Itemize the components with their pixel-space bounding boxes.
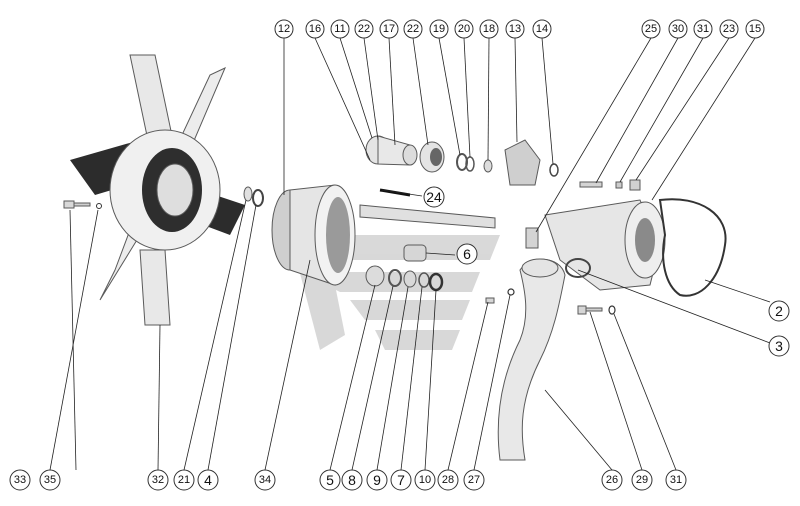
- callout-9: 9: [366, 469, 388, 491]
- callout-10: 10: [414, 469, 436, 491]
- callout-18: 18: [479, 19, 499, 39]
- callout-33: 33: [9, 469, 31, 491]
- callout-7: 7: [390, 469, 412, 491]
- callout-19: 19: [429, 19, 449, 39]
- svg-text:14: 14: [536, 23, 548, 35]
- callout-35: 35: [39, 469, 61, 491]
- svg-text:2: 2: [775, 303, 783, 319]
- callout-14: 14: [532, 19, 552, 39]
- svg-text:20: 20: [458, 23, 470, 35]
- bearing-parts: [365, 135, 559, 292]
- svg-text:26: 26: [606, 474, 618, 486]
- callout-26: 26: [601, 469, 623, 491]
- callout-25: 25: [641, 19, 661, 39]
- svg-text:8: 8: [348, 472, 356, 488]
- svg-text:34: 34: [259, 474, 271, 486]
- inlet-pipe-26: [497, 258, 591, 461]
- callout-5: 5: [319, 469, 341, 491]
- callout-31-bottom: 31: [665, 469, 687, 491]
- svg-text:29: 29: [636, 474, 648, 486]
- callout-16: 16: [305, 19, 325, 39]
- leader-lines: [49, 37, 771, 471]
- callout-2: 2: [768, 300, 790, 322]
- small-parts-28-27: [485, 288, 515, 304]
- svg-text:9: 9: [373, 472, 381, 488]
- callout-4: 4: [197, 469, 219, 491]
- svg-text:5: 5: [326, 472, 334, 488]
- bolt-29: [577, 305, 616, 315]
- svg-text:4: 4: [204, 472, 212, 488]
- svg-text:19: 19: [433, 23, 445, 35]
- svg-text:32: 32: [152, 474, 164, 486]
- callout-21: 21: [173, 469, 195, 491]
- svg-text:6: 6: [463, 246, 471, 262]
- callout-23: 23: [719, 19, 739, 39]
- svg-text:10: 10: [419, 474, 431, 486]
- svg-text:11: 11: [334, 23, 345, 35]
- callouts-inline: 24 6: [423, 186, 478, 265]
- washers-21-4: [243, 186, 264, 207]
- callouts-right: 2 3: [768, 300, 790, 357]
- svg-text:3: 3: [775, 338, 783, 354]
- callout-12: 12: [274, 19, 294, 39]
- svg-text:31: 31: [697, 23, 709, 35]
- callout-8: 8: [341, 469, 363, 491]
- callout-24: 24: [423, 186, 445, 208]
- callout-15: 15: [745, 19, 765, 39]
- svg-text:22: 22: [407, 23, 419, 35]
- callout-20: 20: [454, 19, 474, 39]
- callout-17: 17: [379, 19, 399, 39]
- svg-text:27: 27: [468, 474, 480, 486]
- svg-text:18: 18: [483, 23, 495, 35]
- svg-text:24: 24: [426, 189, 442, 205]
- svg-text:17: 17: [383, 23, 395, 35]
- svg-text:7: 7: [397, 472, 405, 488]
- svg-text:16: 16: [309, 23, 321, 35]
- svg-text:30: 30: [672, 23, 684, 35]
- callout-13: 13: [505, 19, 525, 39]
- svg-text:21: 21: [178, 474, 190, 486]
- callout-27: 27: [463, 469, 485, 491]
- svg-text:35: 35: [44, 474, 56, 486]
- hub-34: [271, 184, 356, 286]
- svg-text:25: 25: [645, 23, 657, 35]
- callout-29: 29: [631, 469, 653, 491]
- callout-30: 30: [668, 19, 688, 39]
- callout-32: 32: [147, 469, 169, 491]
- svg-text:28: 28: [442, 474, 454, 486]
- callout-31-top: 31: [693, 19, 713, 39]
- callout-22a: 22: [354, 19, 374, 39]
- pump-housing: [525, 179, 727, 297]
- callout-6: 6: [456, 243, 478, 265]
- callout-11: 11: [330, 19, 350, 39]
- svg-text:15: 15: [749, 23, 761, 35]
- svg-text:12: 12: [278, 23, 290, 35]
- bolt-33: [63, 200, 102, 209]
- callouts-top: 12 16 11 22 17 22 19 20 18 13 14 25 30 3…: [274, 19, 765, 39]
- callout-34: 34: [254, 469, 276, 491]
- callout-28: 28: [437, 469, 459, 491]
- svg-text:23: 23: [723, 23, 735, 35]
- svg-text:22: 22: [358, 23, 370, 35]
- svg-text:31: 31: [670, 474, 682, 486]
- fan-assembly: [70, 54, 245, 326]
- callouts-bottom: 33 35 32 21 4 34 5 8 9 7 10 28 27 26 29 …: [9, 469, 687, 491]
- callout-22b: 22: [403, 19, 423, 39]
- callout-3: 3: [768, 335, 790, 357]
- svg-text:13: 13: [509, 23, 521, 35]
- svg-text:33: 33: [14, 474, 26, 486]
